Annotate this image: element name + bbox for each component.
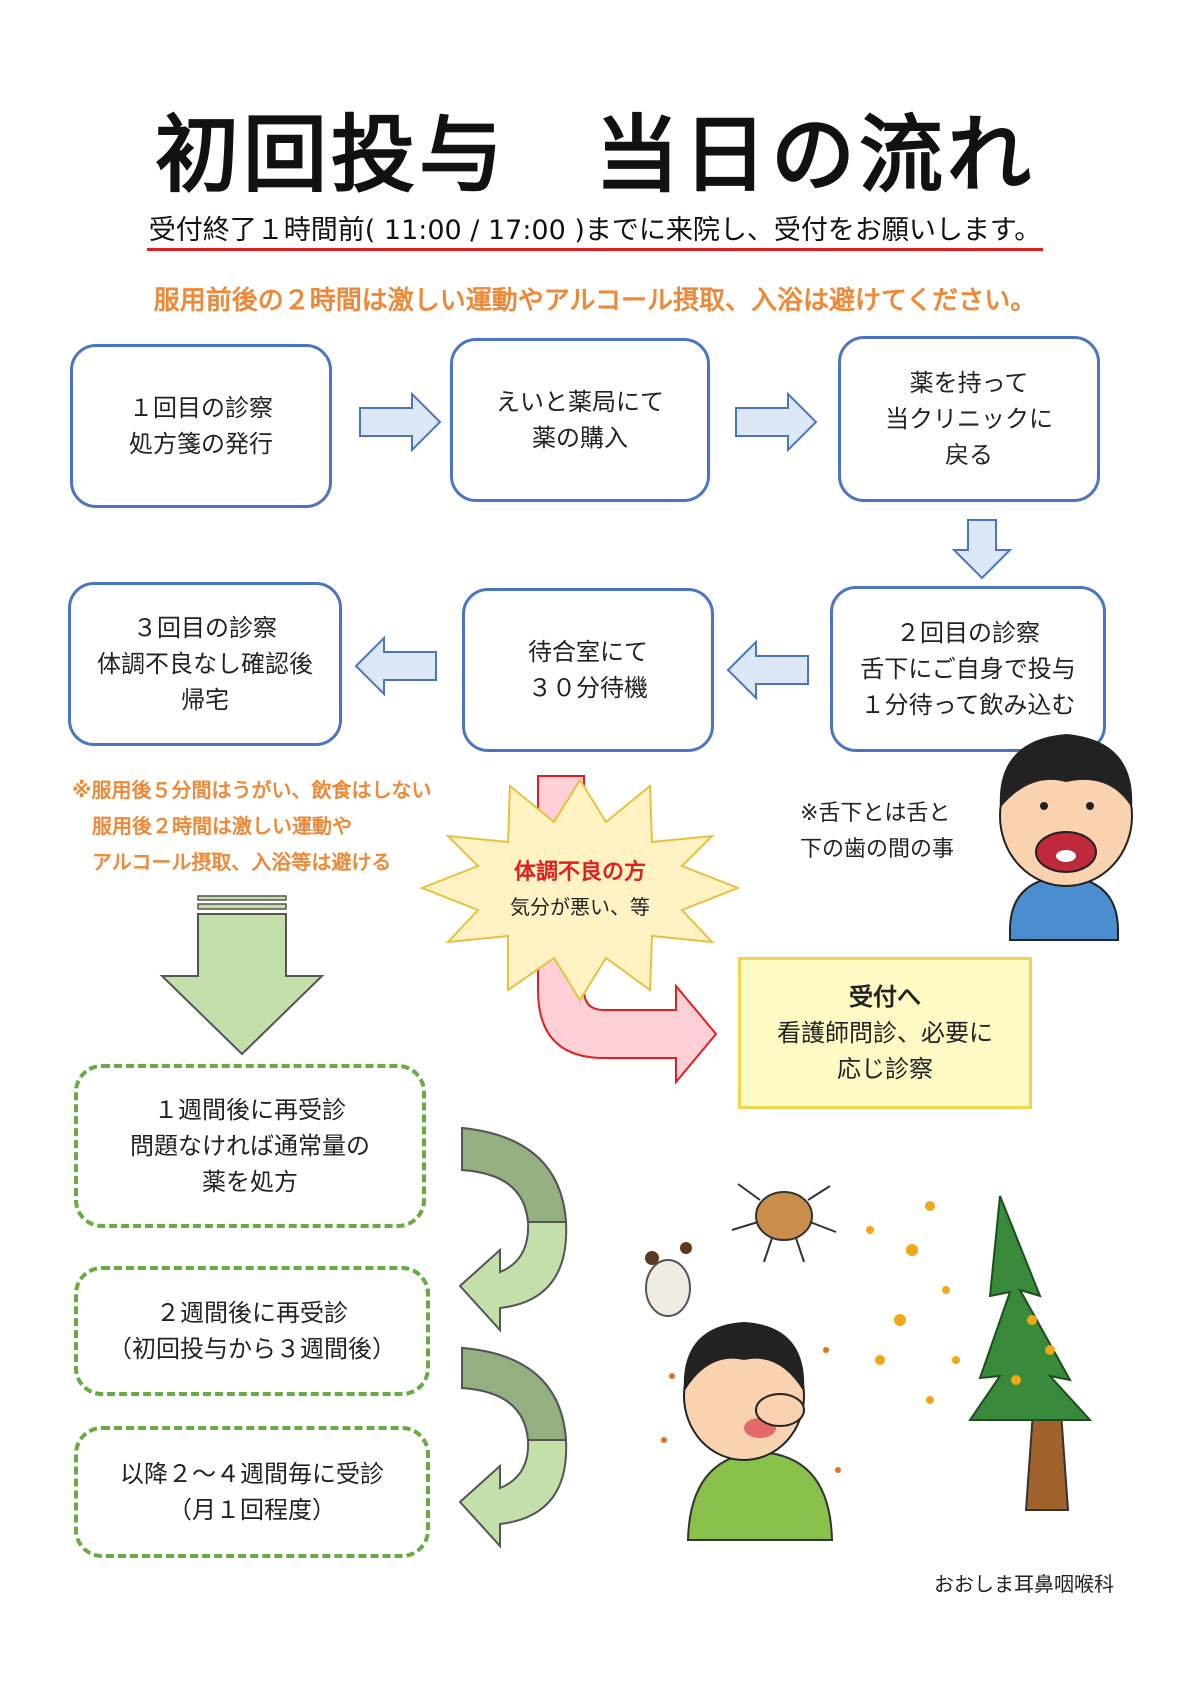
curved-arrow-1 — [458, 1126, 568, 1333]
unwell-burst-title: 体調不良の方 — [513, 860, 646, 885]
dust-mite-illustration — [645, 1183, 837, 1317]
arrow-left-1 — [726, 639, 809, 701]
clinic-name: おおしま耳鼻咽喉科 — [934, 1572, 1114, 1596]
step-line: 薬を持って — [909, 369, 1029, 397]
reception-title: 受付へ — [849, 983, 921, 1011]
step-return-clinic-text: 薬を持って 当クリニックに 戻る — [885, 365, 1053, 473]
step-line: 戻る — [945, 441, 993, 469]
followup-week-1-text: １週間後に再受診 問題なければ通常量の 薬を処方 — [130, 1092, 370, 1200]
step-line: １分待って飲み込む — [860, 691, 1076, 719]
followup-week-1: １週間後に再受診 問題なければ通常量の 薬を処方 — [74, 1064, 426, 1228]
arrow-down-1 — [951, 519, 1013, 580]
allergy-boy-illustration — [661, 1322, 841, 1541]
followup-line: （月１回程度） — [168, 1496, 336, 1524]
step-first-exam-text: １回目の診察 処方箋の発行 — [129, 390, 273, 462]
reception-deadline-text: 受付終了１時間前( 11:00 / 17:00 )までに来院し、受付をお願いしま… — [146, 215, 1044, 251]
cedar-tree-illustration — [866, 1195, 1093, 1511]
step-line: 帰宅 — [181, 686, 229, 714]
followup-week-2: ２週間後に再受診 （初回投与から３週間後） — [74, 1266, 430, 1396]
followup-line: ２週間後に再受診 — [156, 1299, 348, 1327]
step-line: 舌下にご自身で投与 — [860, 655, 1076, 683]
after-dose-note: ※服用後５分間はうがい、飲食はしない 服用後２時間は激しい運動や アルコール摂取… — [72, 772, 431, 880]
step-line: 体調不良なし確認後 — [97, 650, 313, 678]
after-dose-note-line: ※服用後５分間はうがい、飲食はしない — [72, 778, 432, 802]
step-line: ３０分待機 — [528, 674, 648, 702]
step-line: 待合室にて — [528, 638, 648, 666]
step-line: ２回目の診察 — [896, 619, 1040, 647]
step-line: ３回目の診察 — [133, 614, 277, 642]
step-waiting-room: 待合室にて ３０分待機 — [462, 588, 714, 752]
followup-ongoing: 以降２～４週間毎に受診 （月１回程度） — [74, 1426, 430, 1558]
curved-arrow-2 — [458, 1346, 568, 1549]
sublingual-note-line: ※舌下とは舌と — [800, 801, 951, 826]
step-third-exam: ３回目の診察 体調不良なし確認後 帰宅 — [68, 582, 342, 746]
after-dose-note-line: アルコール摂取、入浴等は避ける — [92, 850, 392, 874]
arrow-right-2 — [735, 391, 818, 453]
step-second-exam: ２回目の診察 舌下にご自身で投与 １分待って飲み込む — [830, 586, 1106, 752]
step-pharmacy-text: えいと薬局にて 薬の購入 — [496, 384, 664, 456]
caution-banner: 服用前後の２時間は激しい運動やアルコール摂取、入浴は避けてください。 — [153, 286, 1037, 316]
followup-line: 問題なければ通常量の — [130, 1132, 370, 1160]
step-line: えいと薬局にて — [496, 388, 664, 416]
followup-ongoing-text: 以降２～４週間毎に受診 （月１回程度） — [120, 1456, 384, 1528]
followup-line: １週間後に再受診 — [154, 1096, 346, 1124]
boy-open-mouth-illustration — [999, 734, 1133, 941]
followup-line: （初回投与から３週間後） — [108, 1335, 396, 1363]
step-line: 薬の購入 — [532, 424, 628, 452]
unwell-burst-subtitle: 気分が悪い、等 — [510, 895, 650, 919]
step-return-clinic: 薬を持って 当クリニックに 戻る — [838, 336, 1100, 502]
step-line: １回目の診察 — [129, 394, 273, 422]
step-line: 処方箋の発行 — [129, 430, 273, 458]
step-waiting-room-text: 待合室にて ３０分待機 — [528, 634, 648, 706]
followup-line: 薬を処方 — [202, 1168, 298, 1196]
step-pharmacy: えいと薬局にて 薬の購入 — [450, 338, 710, 502]
after-dose-note-line: 服用後２時間は激しい運動や — [92, 814, 352, 838]
reception-line: 看護師問診、必要に — [777, 1019, 993, 1047]
sublingual-note: ※舌下とは舌と 下の歯の間の事 — [800, 796, 954, 868]
arrow-left-2 — [354, 635, 437, 697]
sublingual-note-line: 下の歯の間の事 — [800, 837, 955, 862]
reception-deadline-notice: 受付終了１時間前( 11:00 / 17:00 )までに来院し、受付をお願いしま… — [0, 208, 1190, 251]
step-first-exam: １回目の診察 処方箋の発行 — [70, 344, 332, 508]
followup-line: 以降２～４週間毎に受診 — [120, 1460, 384, 1488]
reception-box: 受付へ 看護師問診、必要に 応じ診察 — [738, 957, 1032, 1109]
step-second-exam-text: ２回目の診察 舌下にご自身で投与 １分待って飲み込む — [860, 615, 1076, 723]
step-line: 当クリニックに — [885, 405, 1053, 433]
starburst — [419, 778, 741, 1002]
page-title: 初回投与 当日の流れ — [154, 106, 1035, 204]
unwell-burst-text: 体調不良の方 気分が悪い、等 — [480, 856, 680, 924]
step-third-exam-text: ３回目の診察 体調不良なし確認後 帰宅 — [97, 610, 313, 718]
reception-text: 受付へ 看護師問診、必要に 応じ診察 — [777, 979, 993, 1087]
followup-week-2-text: ２週間後に再受診 （初回投与から３週間後） — [108, 1295, 396, 1367]
arrow-right-1 — [359, 391, 442, 453]
reception-line: 応じ診察 — [837, 1055, 933, 1083]
green-down-arrow — [159, 895, 325, 1056]
